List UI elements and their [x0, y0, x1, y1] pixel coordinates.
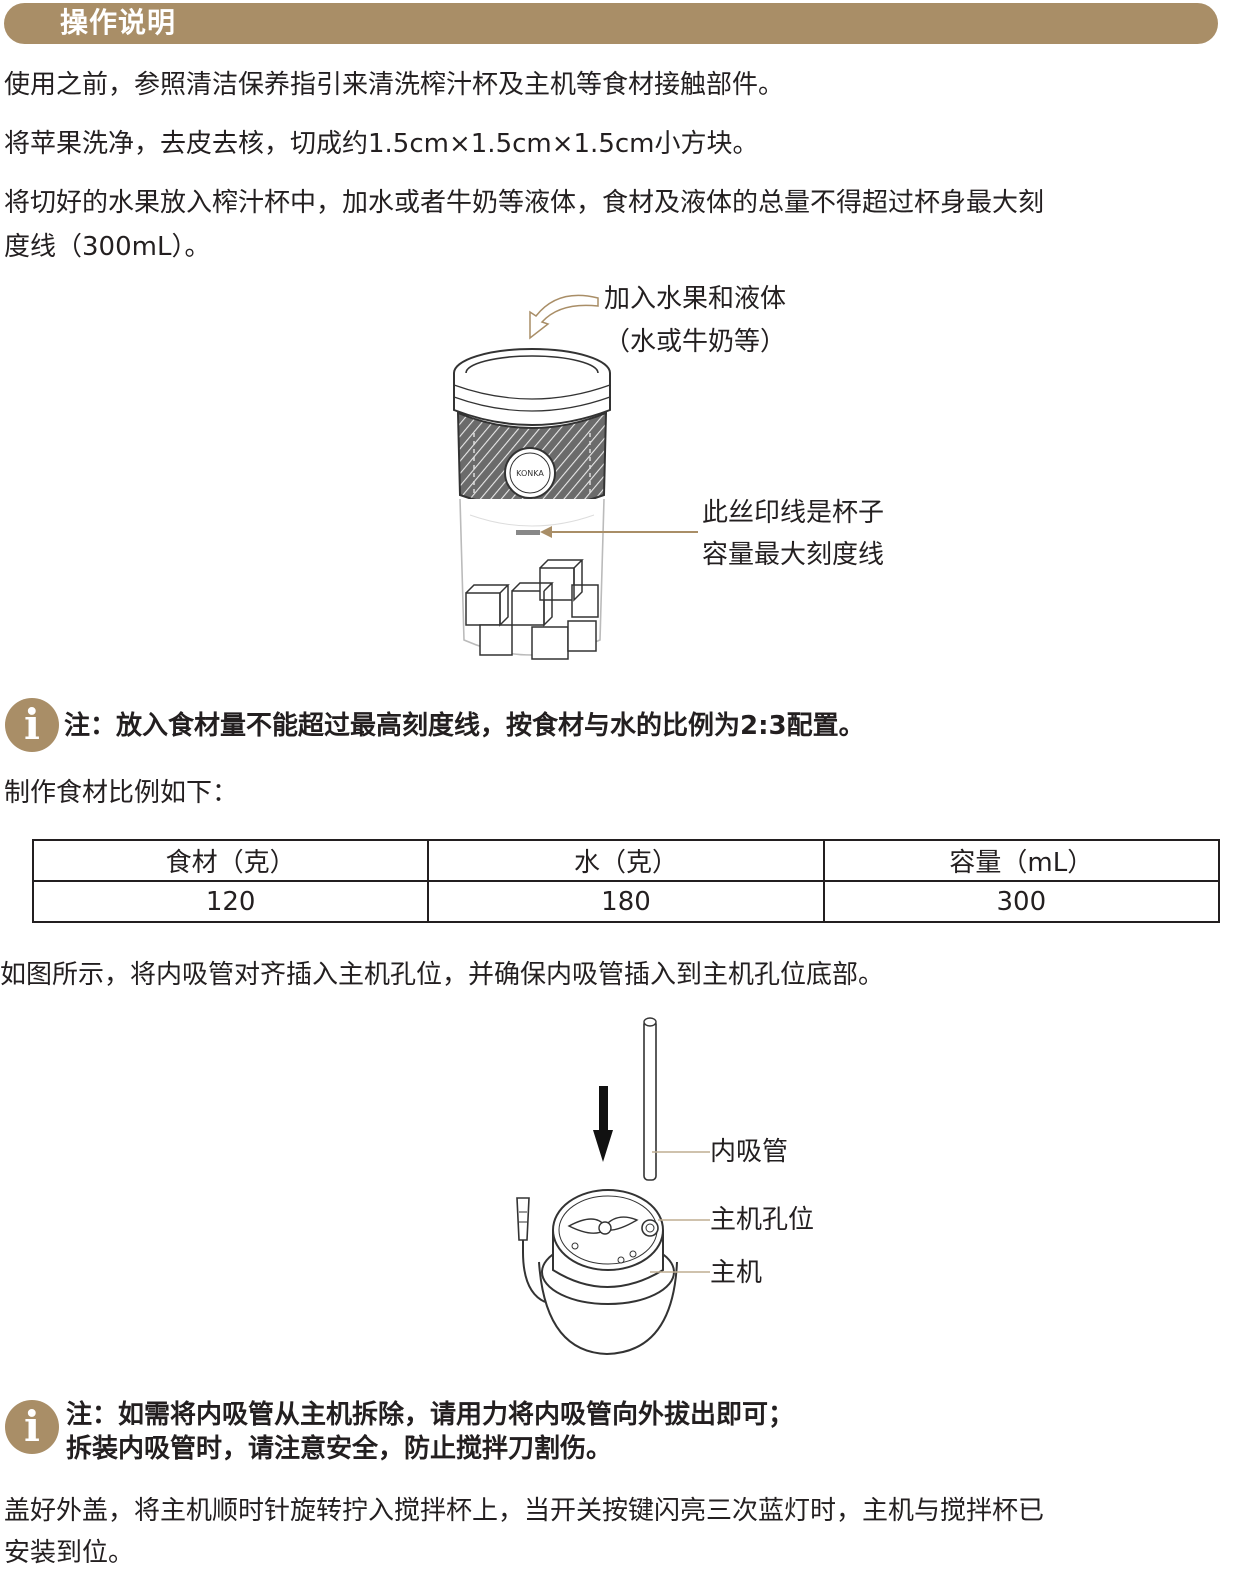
table-header-row: 食材（克） 水（克） 容量（mL） [31, 839, 1221, 882]
paragraph-add-liquid-line1: 将切好的水果放入榨汁杯中，加水或者牛奶等液体，食材及液体的总量不得超过杯身最大刻 [4, 188, 1045, 218]
table-row: 120 180 300 [31, 880, 1221, 923]
note-straw-removal-line1: 注：如需将内吸管从主机拆除，请用力将内吸管向外拔出即可； [66, 1400, 795, 1430]
note-ratio: 注：放入食材量不能超过最高刻度线，按食材与水的比例为2:3配置。 [64, 711, 865, 741]
paragraph-install-line1: 盖好外盖，将主机顺时针旋转拧入搅拌杯上，当开关按键闪亮三次蓝灯时，主机与搅拌杯已 [4, 1496, 1045, 1526]
table-header-cell: 食材（克） [31, 839, 430, 882]
leader-lines [650, 1151, 710, 1273]
label-max-line-2: 容量最大刻度线 [702, 540, 885, 570]
label-host-hole: 主机孔位 [710, 1205, 815, 1235]
section-header-bar [4, 3, 1218, 44]
paragraph-add-liquid-line2: 度线（300mL）。 [4, 232, 211, 262]
brand-logo: KONKA [516, 469, 544, 478]
juicer-cup-illustration: KONKA [453, 348, 611, 660]
note-straw-removal-line2: 拆装内吸管时，请注意安全，防止搅拌刀割伤。 [66, 1434, 613, 1464]
label-max-line-1: 此丝印线是杯子 [702, 498, 885, 528]
ratio-table: 食材（克） 水（克） 容量（mL） 120 180 300 [31, 839, 1221, 923]
host-straw-illustration [516, 1017, 678, 1356]
table-cell: 300 [822, 880, 1221, 923]
max-fill-line [516, 530, 540, 535]
table-cell: 120 [31, 880, 430, 923]
table-cell: 180 [427, 880, 825, 923]
label-inner-straw: 内吸管 [710, 1137, 789, 1167]
paragraph-cleaning: 使用之前，参照清洁保养指引来清洗榨汁杯及主机等食材接触部件。 [4, 70, 785, 100]
paragraph-cut-apple: 将苹果洗净，去皮去核，切成约1.5cm×1.5cm×1.5cm小方块。 [4, 129, 759, 159]
curved-arrow-icon [529, 294, 599, 340]
ratio-intro: 制作食材比例如下： [4, 778, 239, 808]
pointer-arrow-icon [540, 526, 698, 538]
label-water-or-milk: （水或牛奶等） [604, 327, 787, 357]
label-host: 主机 [710, 1258, 763, 1288]
table-header-cell: 水（克） [427, 839, 825, 882]
info-icon: i [5, 1400, 59, 1454]
paragraph-install-line2: 安装到位。 [4, 1538, 135, 1568]
table-header-cell: 容量（mL） [822, 839, 1221, 882]
section-title: 操作说明 [60, 6, 177, 39]
straw-intro: 如图所示，将内吸管对齐插入主机孔位，并确保内吸管插入到主机孔位底部。 [0, 960, 885, 990]
info-icon: i [5, 698, 59, 752]
label-add-fruit-liquid: 加入水果和液体 [604, 284, 787, 314]
